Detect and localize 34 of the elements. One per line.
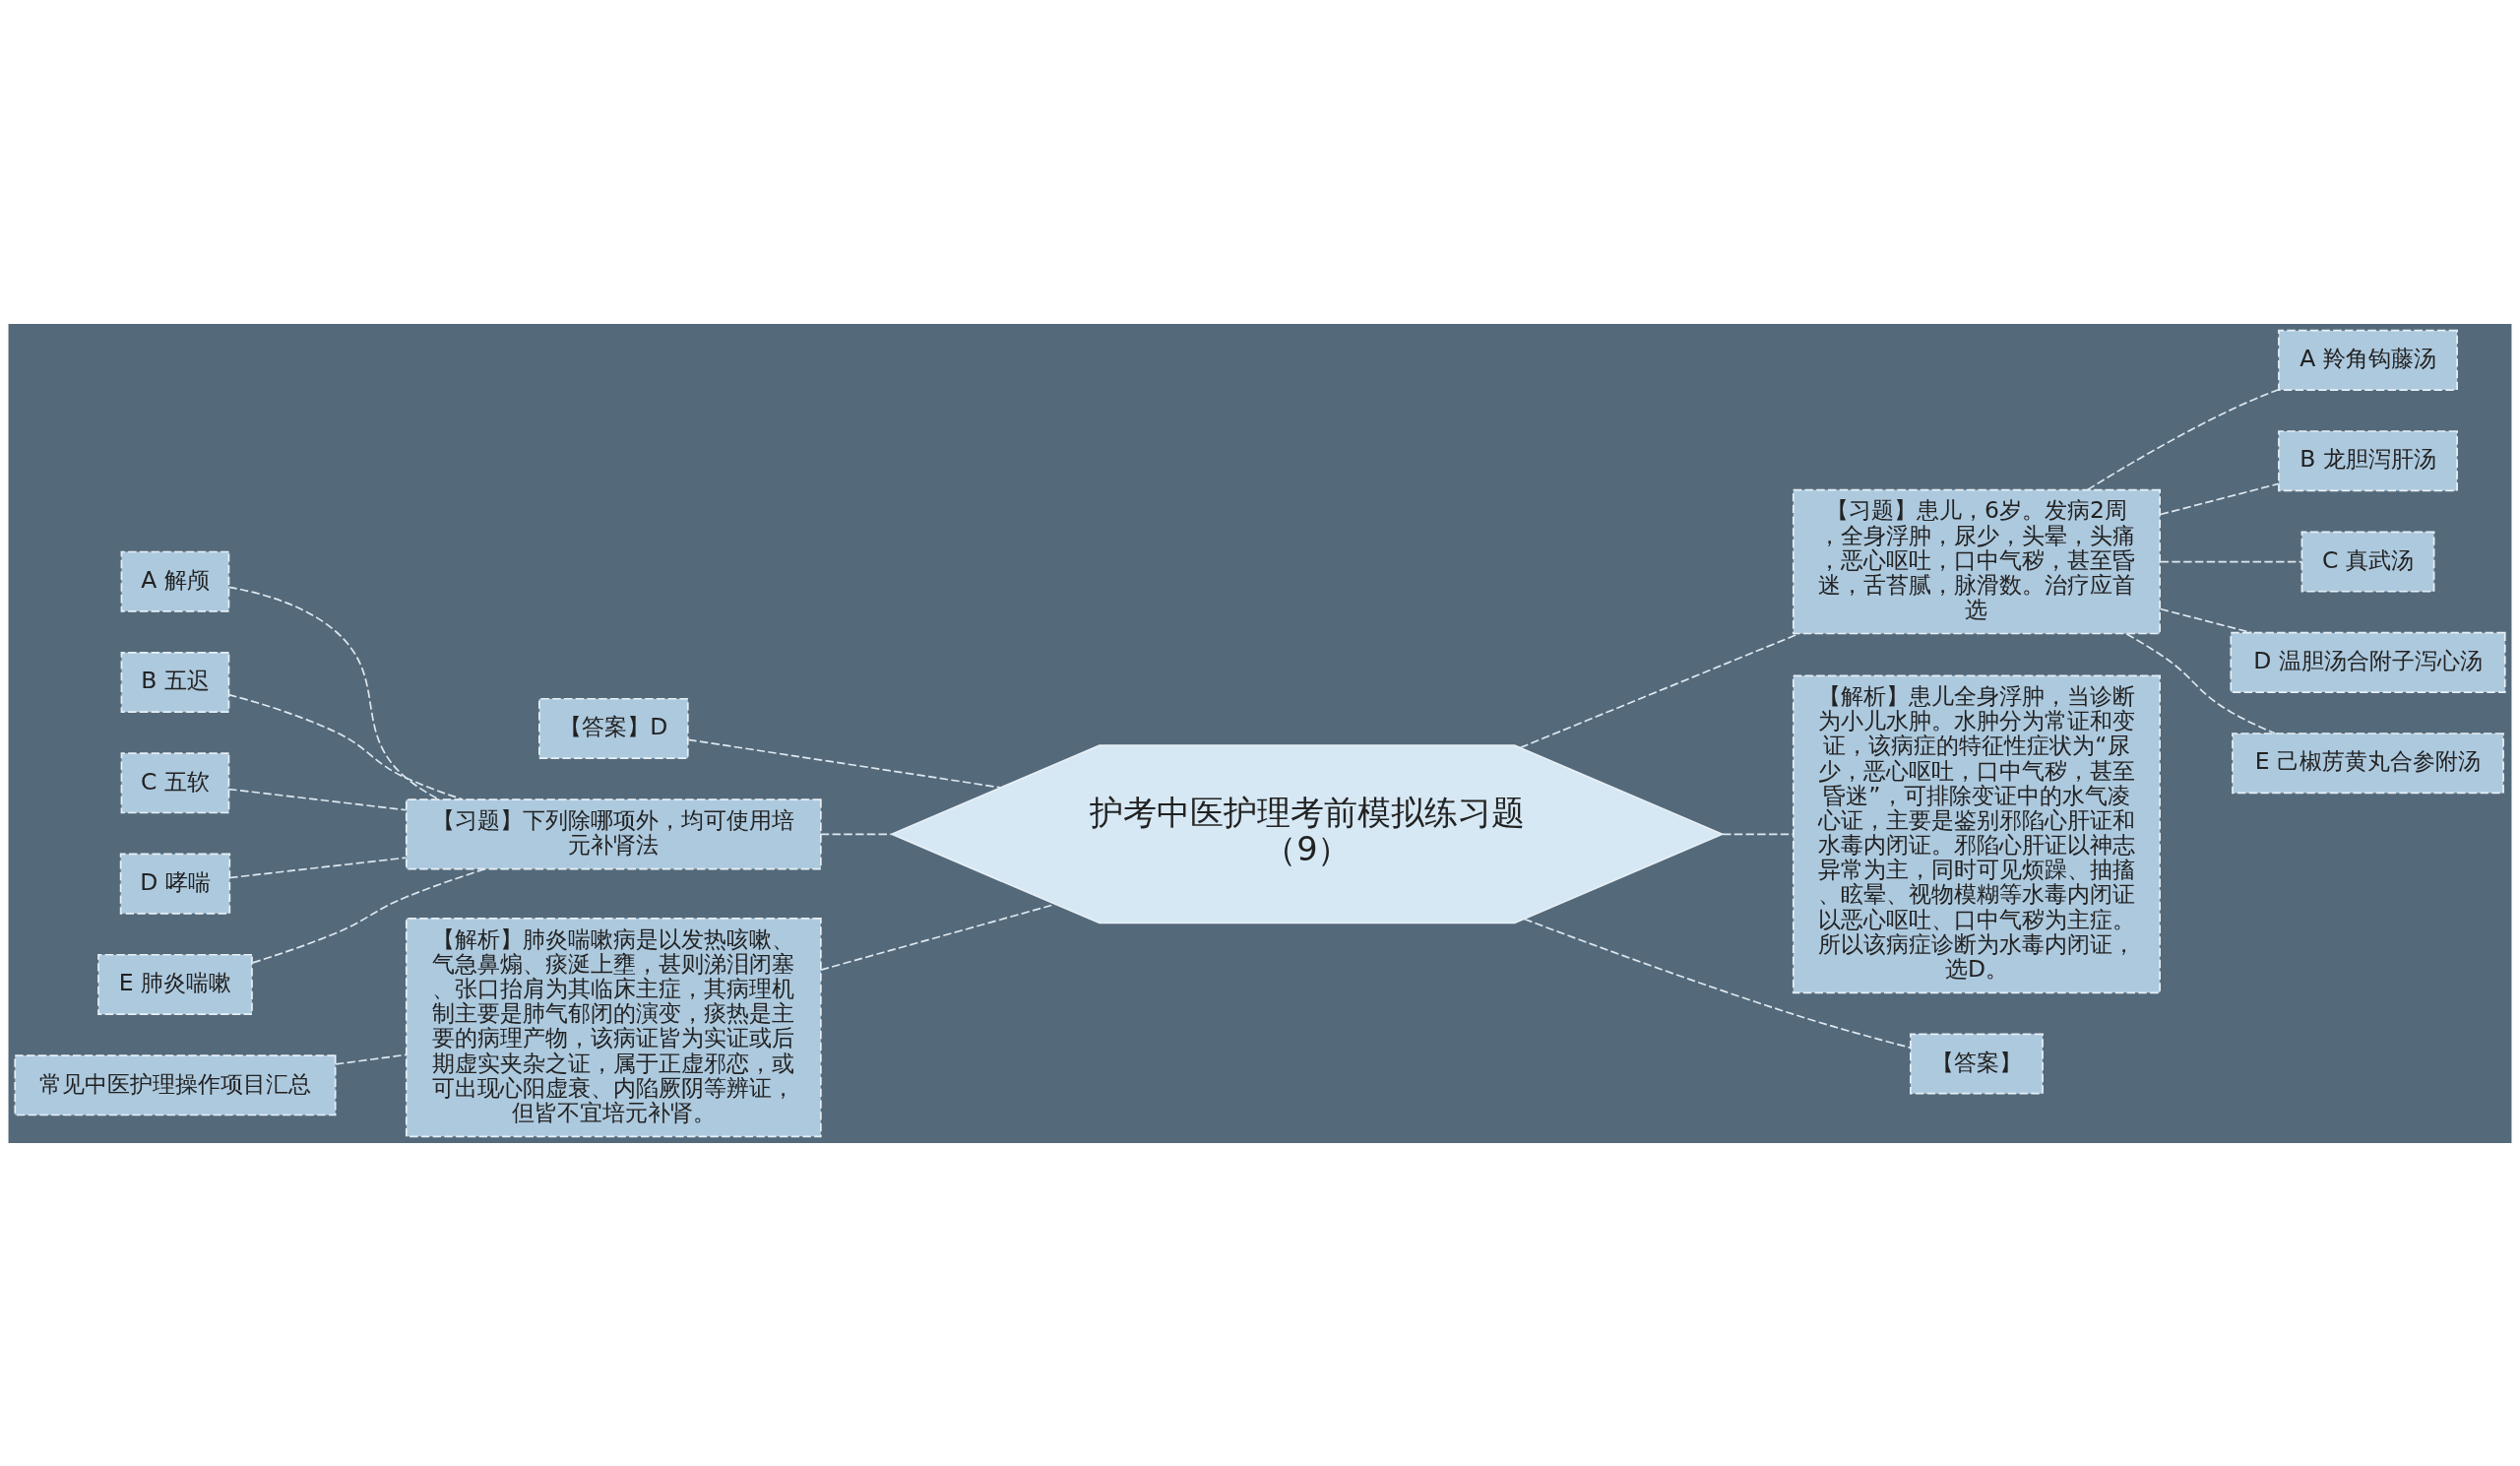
node-box: E 己椒苈黄丸合参附汤 [2232, 732, 2504, 794]
node-box: 【答案】 [1910, 1032, 2044, 1094]
node-box: B 龙胆泻肝汤 [2278, 429, 2458, 491]
connector [335, 1053, 408, 1065]
node-box: 【习题】下列除哪项外，均可使用培元补肾法 [405, 797, 822, 869]
node-box: 【解析】肺炎喘嗽病是以发热咳嗽、气急鼻煽、痰涎上壅，甚则涕泪闭塞、张口抬肩为其临床主症，其病理机制主要是肺气郁闭的演变，痰热是主要的病理产物，该病证皆为实证或后期虚实夹杂之证，属于正虚邪恋，或可出现心阳虚衰、内陷厥阴等辨证，但皆不宜培元补肾。 [405, 917, 822, 1137]
node-box: B 五迟 [120, 651, 230, 713]
connector [1519, 632, 1800, 748]
connector [228, 856, 408, 878]
connector [251, 867, 487, 964]
connector [227, 788, 408, 811]
node-box: C 真武汤 [2300, 531, 2435, 593]
node-box: D 哮喘 [119, 853, 231, 915]
node-box: 常见中医护理操作项目汇总 [14, 1053, 337, 1115]
node-box: A 羚角钩藤汤 [2278, 329, 2458, 391]
node-box: D 温胆汤合附子泻心汤 [2230, 631, 2506, 693]
connector [820, 833, 893, 835]
node-box: A 解颅 [120, 550, 230, 612]
connector [2159, 560, 2302, 562]
connector [2125, 632, 2276, 734]
node-box: C 五软 [120, 751, 230, 813]
connector [227, 586, 440, 800]
connector [1523, 918, 1912, 1049]
connector [820, 903, 1056, 971]
node-box: 【习题】患儿，6岁。发病2周，全身浮肿，尿少，头晕，头痛，恶心呕吐，口中气秽，甚至昏迷，舌苔腻，脉滑数。治疗应首选 [1792, 488, 2161, 634]
node-box: 【解析】患儿全身浮肿，当诊断为小儿水肿。水肿分为常证和变证，该病症的特征性症状为“尿少，恶心呕吐，口中气秽，甚至昏迷”，可排除变证中的水气凌心证，主要是鉴别邪陷心肝证和水毒内闭证。邪陷心肝证以神志异常为主，同时可见烦躁、抽搐、眩晕、视物模糊等水毒内闭证以恶心呕吐、口中气秽为主症。所以该病症诊断为水毒内闭证，选D。 [1792, 673, 2161, 993]
connector [2159, 607, 2253, 633]
connector [227, 693, 465, 800]
connector [2159, 482, 2280, 515]
connector [1722, 833, 1794, 835]
node-box: 【答案】D [538, 697, 689, 759]
connector [687, 738, 1002, 789]
node-box: E 肺炎喘嗽 [97, 953, 253, 1015]
connector [2086, 388, 2280, 490]
